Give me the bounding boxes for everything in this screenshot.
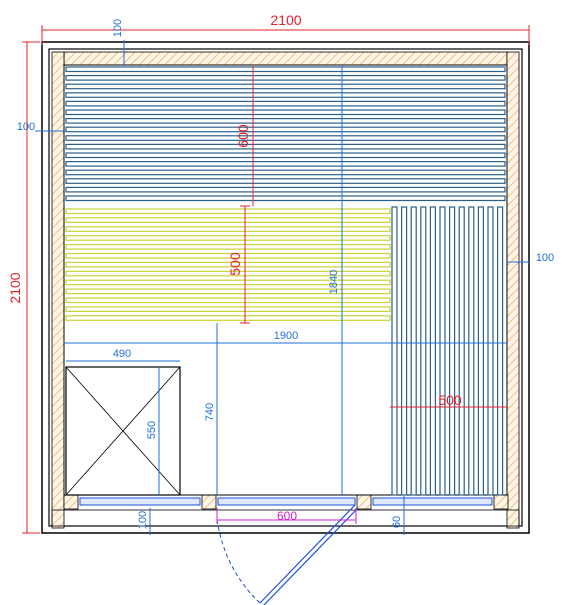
dim-inner-width: 1900: [274, 330, 298, 342]
lower-bench-slat: [65, 235, 391, 241]
side-bench-slat: [497, 206, 504, 496]
door: [216, 504, 359, 605]
outer-frame: [41, 41, 530, 534]
lower-bench-slat: [65, 306, 391, 312]
upper-bench-slat: [65, 195, 506, 202]
lower-bench-slat: [65, 252, 391, 259]
upper-bench-slat: [65, 100, 506, 107]
lower-bench: [65, 208, 391, 321]
side-bench-slat: [468, 206, 475, 496]
upper-bench-slat: [65, 161, 506, 167]
dim-wall-top: 100: [112, 19, 124, 37]
side-bench-slat: [401, 206, 408, 496]
upper-bench-slat: [65, 66, 506, 73]
dim-heater-width: 490: [113, 348, 131, 360]
dim-bench-upper: 600: [235, 124, 251, 148]
inner-room: [63, 64, 508, 496]
dim-wall-right: 100: [536, 252, 554, 264]
lower-bench-slat: [65, 261, 391, 268]
side-bench-slat: [477, 206, 484, 496]
dim-wall-left: 100: [17, 121, 35, 133]
dimension-lines: [22, 25, 530, 535]
lower-bench-slat: [65, 217, 391, 223]
side-bench: [391, 206, 504, 496]
upper-bench-slat: [65, 92, 506, 98]
side-bench-slat: [439, 206, 446, 496]
dim-overall-height: 2100: [7, 272, 23, 303]
side-bench-slat: [410, 206, 417, 496]
dim-clearance: 740: [204, 403, 216, 421]
lower-bench-slat: [65, 226, 391, 232]
upper-bench-slat: [65, 83, 506, 90]
side-bench-slat: [458, 206, 465, 496]
side-bench-slat: [449, 206, 456, 496]
lower-bench-slat: [65, 270, 391, 277]
lower-bench-slat: [65, 279, 391, 286]
lower-bench-slat: [65, 315, 391, 321]
heater: [65, 366, 181, 496]
dim-bottom-wall: 100: [137, 511, 149, 529]
upper-bench-slat: [65, 186, 506, 193]
side-bench-slat: [391, 206, 398, 496]
dim-inner-height: 1840: [328, 270, 340, 294]
dim-heater-depth: 550: [146, 421, 158, 439]
lower-bench-slat: [65, 288, 391, 295]
window-sills: [79, 497, 493, 506]
dim-overall-width: 2100: [270, 12, 301, 28]
upper-bench-slat: [65, 152, 506, 159]
dim-side-bench: 500: [438, 392, 462, 408]
side-bench-slat: [420, 206, 427, 496]
side-bench-slat: [429, 206, 436, 496]
side-bench-slat: [487, 206, 494, 496]
dim-door-offset: 60: [391, 516, 403, 528]
dim-door-width: 600: [277, 509, 297, 523]
upper-bench-slat: [65, 178, 506, 184]
upper-bench-slat: [65, 109, 506, 116]
dimension-labels: 2100 2100 100 100 100 600 500 1840 1900 …: [7, 12, 554, 529]
upper-bench-slat: [65, 135, 506, 141]
upper-bench-slat: [65, 143, 506, 150]
upper-bench: [65, 66, 506, 202]
walls: [51, 51, 520, 529]
lower-bench-slat: [65, 297, 391, 304]
lower-bench-slat: [65, 244, 391, 250]
upper-bench-slat: [65, 126, 506, 133]
upper-bench-slat: [65, 117, 506, 124]
upper-bench-slat: [65, 169, 506, 176]
lower-bench-slat: [65, 208, 391, 215]
dim-bench-lower: 500: [227, 252, 243, 276]
upper-bench-slat: [65, 74, 506, 81]
